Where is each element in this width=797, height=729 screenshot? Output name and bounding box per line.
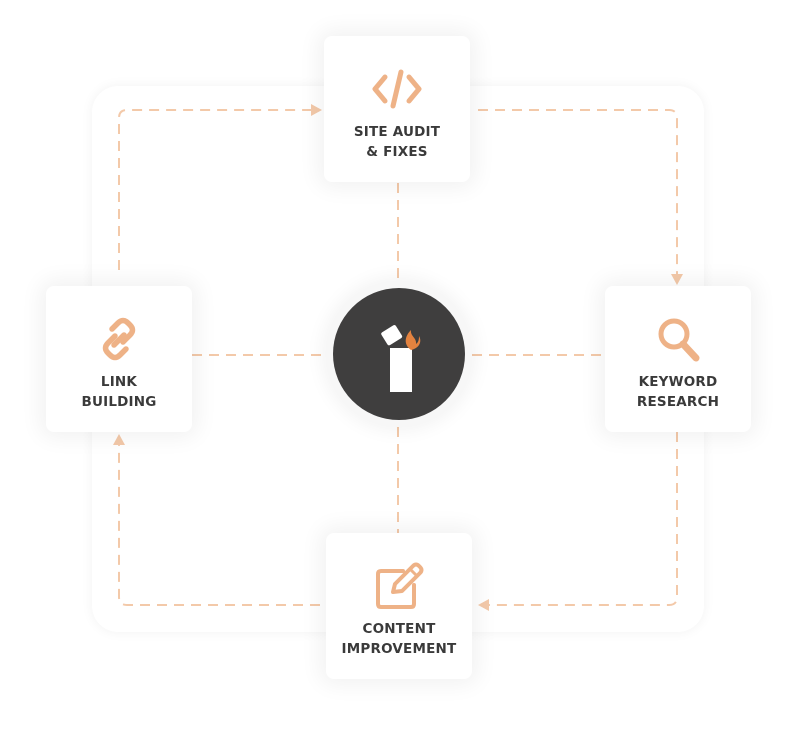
center-hub [326,281,472,427]
arrow-bottom [478,599,489,611]
code-icon [372,69,422,109]
content-improvement-label: CONTENT IMPROVEMENT [341,621,457,657]
search-icon [658,318,700,362]
site-audit-label: SITE AUDIT & FIXES [353,124,441,160]
link-building-card[interactable]: LINK BUILDING [46,286,192,432]
loop-top-left [118,109,312,270]
loop-bottom-left [118,444,320,606]
center-hub-inner [333,288,465,420]
content-improvement-card[interactable]: CONTENT IMPROVEMENT [326,533,472,679]
arrow-top [311,104,322,116]
arrow-right [671,274,683,285]
loop-bottom-right [486,432,678,606]
brand-logo-icon [381,325,421,392]
keyword-research-label: KEYWORD RESEARCH [636,374,720,410]
site-audit-card[interactable]: SITE AUDIT & FIXES [324,36,470,182]
keyword-research-card[interactable]: KEYWORD RESEARCH [605,286,751,432]
edit-icon [376,562,424,609]
link-icon [102,317,136,361]
arrow-left [113,434,125,445]
link-building-label: LINK BUILDING [81,374,157,410]
loop-top-right [478,109,678,275]
